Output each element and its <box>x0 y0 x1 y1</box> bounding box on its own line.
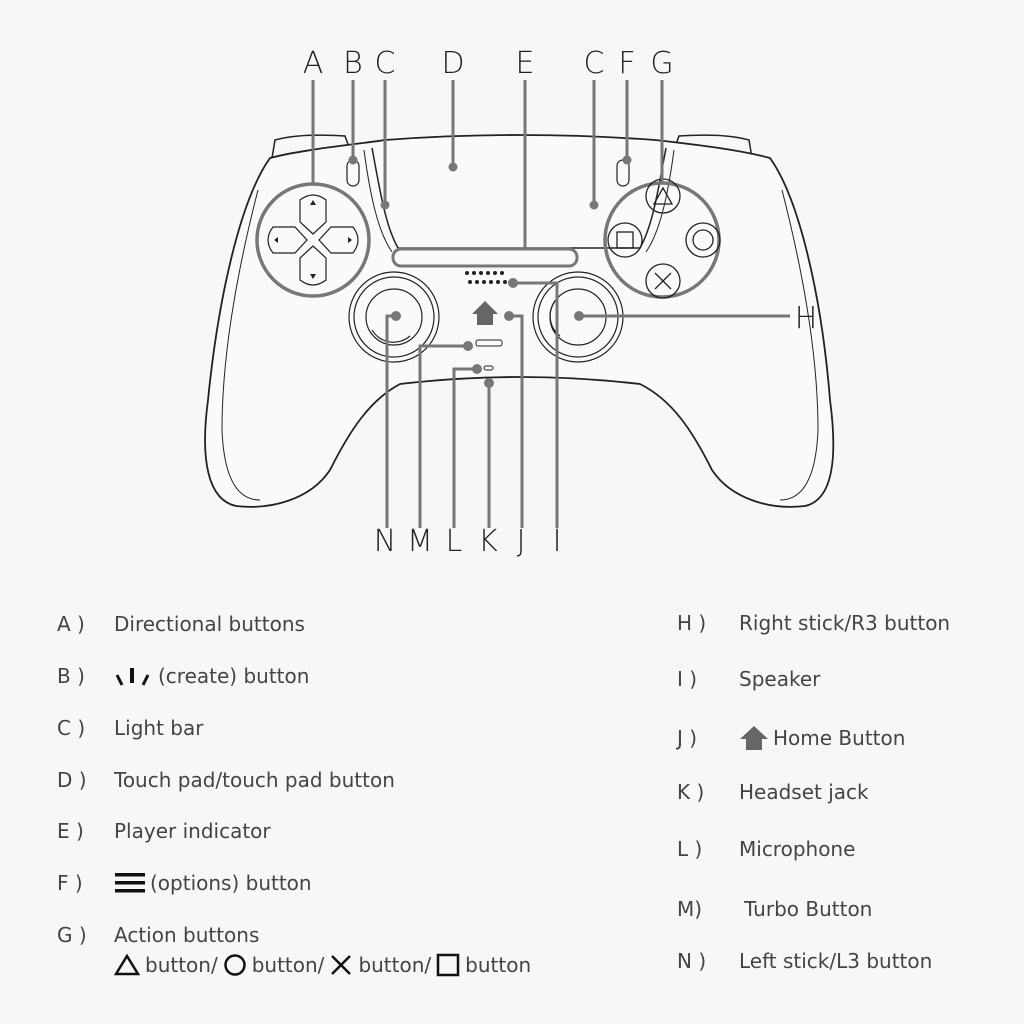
legend-text: Turbo Button <box>744 897 873 921</box>
callout-l: L <box>446 524 463 559</box>
callout-i: I <box>553 524 562 559</box>
triangle-icon <box>114 954 140 976</box>
legend-desc: (create) button <box>114 664 309 688</box>
legend-letter: L ) <box>677 837 703 861</box>
callout-f: F <box>618 46 635 81</box>
legend-text: (create) button <box>158 664 310 688</box>
create-icon <box>115 668 150 686</box>
legend-letter: M) <box>677 897 703 921</box>
callout-n: N <box>374 524 396 559</box>
home-button <box>472 301 498 325</box>
legend-letter: N ) <box>677 949 707 973</box>
microphone <box>483 365 494 371</box>
legend-text: Headset jack <box>739 780 869 804</box>
square-button <box>607 222 643 258</box>
callout-c-right: C <box>584 46 605 81</box>
legend-text: (options) button <box>150 871 312 895</box>
controller-diagram: A B C D E C F G H N M L K J I <box>204 46 835 559</box>
callout-h: H <box>795 301 818 336</box>
cross-button <box>645 263 681 299</box>
speaker <box>465 271 507 284</box>
square-icon <box>436 953 460 977</box>
legend-text: button/ <box>145 953 218 977</box>
legend-text: Left stick/L3 button <box>739 949 933 973</box>
left-stick <box>348 271 440 363</box>
legend-text: Action buttons <box>114 923 260 947</box>
legend-text: button/ <box>251 953 325 977</box>
callout-j: J <box>517 524 526 559</box>
legend-text: Directional buttons <box>114 612 305 636</box>
callout-g: G <box>650 46 673 81</box>
legend-text: Player indicator <box>114 819 271 843</box>
legend-text: button/ <box>358 953 432 977</box>
home-icon <box>740 726 768 750</box>
r1-bumper <box>673 134 753 159</box>
legend-letter: D ) <box>57 768 87 792</box>
options-icon <box>115 873 145 893</box>
legend-letter: A ) <box>57 612 85 636</box>
legend-letter: G ) <box>57 923 87 947</box>
turbo-button <box>475 339 503 347</box>
legend-letter: I ) <box>677 667 698 691</box>
legend-text: Right stick/R3 button <box>739 611 951 635</box>
circle-button <box>685 222 721 258</box>
action-buttons-line: button/ button/ button/ button <box>114 953 531 977</box>
legend-text: Touch pad/touch pad button <box>114 768 395 792</box>
action-ring <box>603 181 721 299</box>
circle-icon <box>223 954 246 976</box>
callout-k: K <box>478 524 498 559</box>
legend-letter: J ) <box>677 726 698 750</box>
legend-letter: B ) <box>57 664 85 688</box>
player-indicator <box>391 247 579 268</box>
callout-a: A <box>303 46 324 81</box>
cross-icon <box>331 955 352 975</box>
callout-d: D <box>441 46 464 81</box>
callout-m: M <box>407 524 433 559</box>
controller-body <box>204 134 835 508</box>
legend-text: Speaker <box>739 667 821 691</box>
callout-b: B <box>343 46 363 81</box>
legend-desc: Home Button <box>739 725 905 751</box>
legend-letter: E ) <box>57 819 84 843</box>
legend-text: Microphone <box>739 837 856 861</box>
legend-text: Home Button <box>773 726 906 750</box>
legend-text: Light bar <box>114 716 204 740</box>
legend-letter: C ) <box>57 716 86 740</box>
callout-e: E <box>516 46 535 81</box>
l1-bumper <box>271 134 351 159</box>
callout-c-left: C <box>375 46 396 81</box>
legend-letter: K ) <box>677 780 705 804</box>
legend-desc: (options) button <box>114 871 312 895</box>
legend-text: button <box>465 953 532 977</box>
legend-letter: H ) <box>677 611 707 635</box>
dpad-ring <box>255 182 371 298</box>
legend-letter: F ) <box>57 871 83 895</box>
dpad <box>267 194 359 286</box>
